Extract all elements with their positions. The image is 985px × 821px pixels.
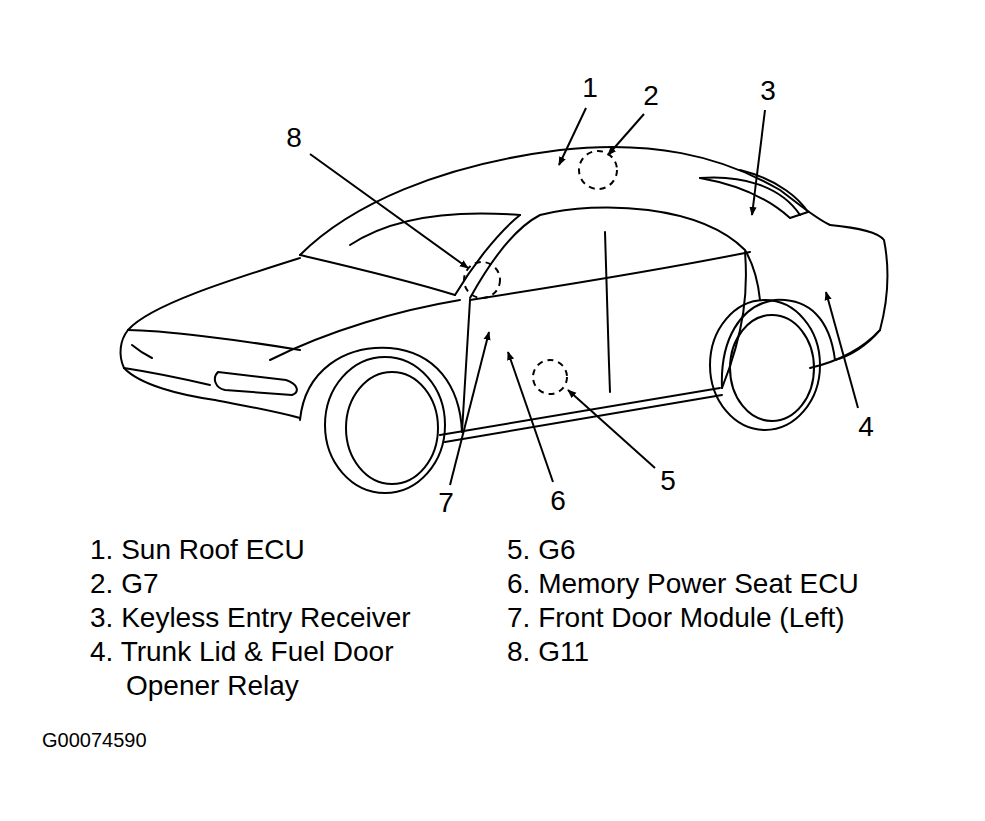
- legend-item: 8. G11: [507, 635, 589, 669]
- location-circle: [464, 262, 500, 298]
- legend-item: 5. G6: [507, 533, 575, 567]
- leader-arrow: [608, 114, 644, 155]
- leader-arrow: [826, 292, 858, 408]
- location-circle: [533, 360, 567, 394]
- location-circles: [464, 151, 617, 394]
- legend-item: 6. Memory Power Seat ECU: [507, 567, 859, 601]
- figure-code: G00074590: [42, 728, 147, 752]
- callout-number: 1: [582, 71, 598, 105]
- callout-number: 2: [643, 79, 659, 113]
- leader-arrow: [508, 352, 553, 482]
- legend-item: 7. Front Door Module (Left): [507, 601, 845, 635]
- car-body: [121, 147, 888, 493]
- leader-arrow: [310, 154, 468, 268]
- callout-number: 8: [286, 121, 302, 155]
- leader-arrows: [310, 108, 858, 485]
- leader-arrow: [752, 110, 765, 215]
- legend-item: 1. Sun Roof ECU: [90, 533, 305, 567]
- leader-arrow: [559, 108, 586, 165]
- leader-arrow: [568, 390, 655, 468]
- callout-number: 6: [550, 484, 566, 518]
- callout-number: 7: [438, 486, 454, 520]
- legend-item: 4. Trunk Lid & Fuel Door Opener Relay: [90, 635, 436, 703]
- legend-item: 2. G7: [90, 567, 158, 601]
- callout-number: 3: [760, 74, 776, 108]
- legend-item: 3. Keyless Entry Receiver: [90, 601, 411, 635]
- callout-number: 4: [858, 410, 874, 444]
- callout-number: 5: [660, 464, 676, 498]
- leader-arrow: [450, 332, 489, 485]
- location-circle: [579, 151, 617, 189]
